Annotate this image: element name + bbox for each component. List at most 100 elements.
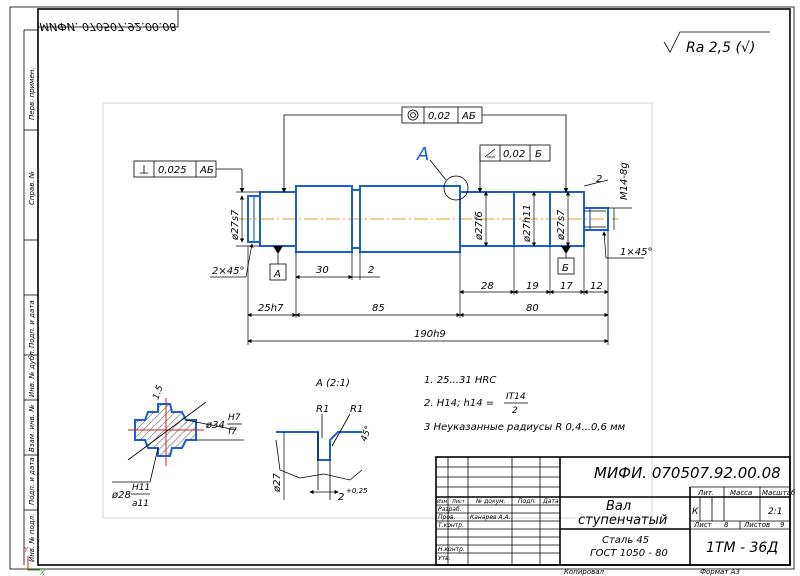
tb-scale-label: Масштаб (762, 489, 796, 497)
roughness-symbol: Ra 2,5 (√) (663, 31, 770, 56)
section-inner-dia: ø28 (111, 490, 131, 501)
tb-role-4: Н.контр. (438, 546, 465, 553)
dim-d27s7-right: ø27s7 (556, 209, 567, 241)
side-label-5: Подп. и дата (28, 457, 36, 505)
dim-d27f6: ø27f6 (474, 211, 485, 241)
dim-25h7: 25h7 (258, 303, 284, 314)
note-2-den: 2 (512, 406, 518, 416)
perp-base: Б (535, 149, 542, 160)
dim-19: 19 (526, 281, 539, 292)
tb-sheet-label: Лист (693, 521, 713, 529)
tb-group: 1ТМ - 36Д (706, 540, 778, 556)
tb-sheets-value: 9 (780, 521, 785, 529)
detail-groove: 2 (338, 492, 344, 503)
side-strip: Перв. примен. Справ. № Подп. и дата Инв.… (23, 29, 38, 565)
dim-80: 80 (526, 303, 539, 314)
tb-developer: Канарев А.А. (470, 514, 511, 521)
chamfer-right: 1×45° (620, 247, 652, 258)
perp-value: 0,02 (503, 149, 525, 160)
tb-name-2: ступенчатый (578, 513, 667, 528)
coax-value: 0,02 (428, 111, 450, 122)
tb-code: МИФИ. 070507.92.00.08 (594, 464, 781, 482)
diameter-dims: ø27s7 ø27f6 ø27h11 ø27s7 M14-8g 2 (230, 162, 632, 247)
outer-border (9, 6, 795, 570)
copied-label: Копировал (564, 568, 605, 576)
tb-scale-value: 2:1 (768, 507, 782, 517)
dim-2: 2 (368, 265, 374, 276)
tb-header-4: Дата (542, 498, 559, 505)
side-label-0: Перв. примен. (28, 67, 36, 120)
dim-28: 28 (481, 281, 494, 292)
dim-d27s7-left: ø27s7 (230, 209, 241, 241)
coord-y: Y (24, 546, 29, 554)
detail-r1a: R1 (316, 404, 329, 415)
runout-value: 0,025 (158, 165, 187, 176)
top-stamp: МИФИ. 070507.92.00.08 (37, 8, 179, 33)
tb-lit-label: Лит. (697, 489, 714, 497)
detail-dia: ø27 (272, 473, 283, 493)
dim-d27h11: ø27h11 (522, 204, 533, 243)
length-dims: 30 2 28 19 17 12 25h7 85 80 190h9 (247, 230, 609, 345)
coord-x: X (39, 569, 45, 576)
inner-border (37, 8, 791, 566)
note-3: 3 Неуказанные радиусы R 0,4...0,6 мм (424, 422, 626, 433)
dim-30: 30 (316, 265, 329, 276)
drawing-area (102, 102, 653, 519)
top-stamp-text: МИФИ. 070507.92.00.08 (40, 20, 177, 33)
runout-base: АБ (199, 165, 214, 176)
section-outer-den: f7 (228, 427, 237, 437)
tb-header-2: № докум. (475, 498, 506, 505)
dim-12: 12 (590, 281, 603, 292)
section-inner-num: H11 (132, 483, 150, 493)
tb-name-1: Вал (606, 499, 631, 514)
detail-title: А (2:1) (315, 378, 350, 389)
detail-groove-tol: +0,25 (346, 487, 368, 495)
chamfer-dims: 2×45° 1×45° (210, 231, 652, 278)
coord-marks: Y X (24, 546, 45, 576)
roughness-text: Ra 2,5 (√) (686, 40, 755, 56)
shaft-main-view (238, 185, 618, 253)
datum-b: Б (557, 246, 575, 275)
coax-base: АБ (461, 111, 476, 122)
datum-b-label: Б (562, 263, 569, 274)
thread-end (583, 207, 609, 231)
dim-85: 85 (372, 303, 385, 314)
coaxiality-frame: 0,02 АБ (281, 106, 569, 193)
section-inner-den: a11 (132, 499, 149, 509)
spline-section: ø34 H7 f7 ø28 H11 a11 1.5 (111, 384, 244, 509)
dim-thread-len: 2 (596, 174, 602, 185)
perpendicularity-frame: 0,02 Б (477, 144, 551, 193)
section-outer-num: H7 (228, 413, 241, 423)
section-spline: 1.5 (151, 384, 165, 401)
side-label-4: Взам. инв. № (28, 404, 36, 452)
technical-notes: 1. 25...31 HRC 2. H14; h14 = IT14 2 3 Не… (424, 375, 626, 433)
tb-role-0: Разраб. (438, 506, 462, 513)
note-2-num: IT14 (506, 392, 526, 402)
side-label-3: Инв. № дубл. (28, 349, 36, 397)
tb-role-2: Т.контр. (438, 522, 464, 529)
tb-material-1: Сталь 45 (602, 535, 649, 546)
dim-17: 17 (560, 281, 573, 292)
detail-marker: A (416, 144, 469, 201)
tb-role-1: Пров. (438, 514, 456, 521)
note-2: 2. H14; h14 = (424, 398, 494, 409)
tb-mass-label: Масса (730, 489, 752, 497)
side-label-2: Подп. и дата (28, 300, 36, 348)
tb-sheet-value: 8 (724, 521, 729, 529)
section-outer-dia: ø34 (205, 420, 225, 431)
datum-a-label: А (273, 269, 281, 280)
tb-header-0: Изм (437, 499, 447, 505)
side-label-6: Инв. № подл. (28, 514, 36, 562)
datum-a: А (269, 246, 287, 281)
runout-frame: 0,025 АБ (133, 160, 245, 193)
detail-angle: 45° (359, 425, 374, 443)
format-label: Формат А3 (700, 568, 740, 576)
tb-sheets-label: Листов (743, 521, 770, 529)
tb-lit-value: К (692, 507, 699, 517)
chamfer-left: 2×45° (212, 266, 244, 277)
note-1: 1. 25...31 HRC (424, 375, 496, 386)
detail-r1b: R1 (350, 404, 363, 415)
title-block: МИФИ. 070507.92.00.08 Вал ступенчатый Ст… (435, 456, 796, 566)
tb-material-2: ГОСТ 1050 - 80 (590, 548, 668, 559)
